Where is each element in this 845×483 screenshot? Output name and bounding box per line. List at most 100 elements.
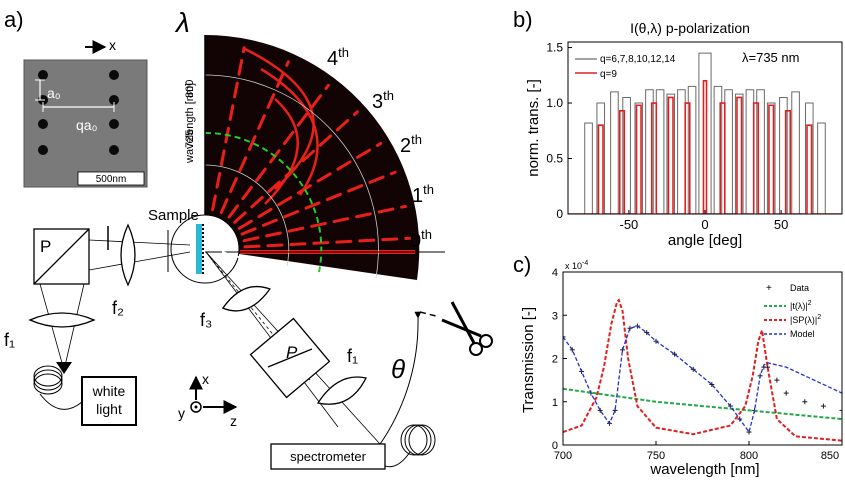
chart-c-data-point: [774, 377, 780, 383]
order-label-4: 4th: [327, 45, 349, 70]
chart-c-ytick-label: 1: [552, 397, 558, 409]
wheel-field: [205, 34, 420, 280]
theta-symbol: θ: [391, 354, 405, 384]
lens-f1-left: [28, 312, 96, 328]
legend-c-model: Model: [790, 329, 815, 339]
chart-b-xtick-label: -50: [619, 217, 638, 232]
white-light-line1: white: [92, 383, 126, 399]
chart-b-ytick-label: 1.0: [546, 96, 563, 110]
chart-b-annotation: λ=735 nm: [742, 50, 799, 65]
legend-b-q-multi: q=6,7,8,10,12,14: [600, 54, 676, 65]
dispersion-wheel: θ λ wavelength [nm] 800 725 0th 1th 2th 3th…: [167, 7, 445, 456]
white-light-line2: light: [96, 401, 122, 417]
wheel-stripe: [237, 141, 383, 230]
chart-c-xlabel: wavelength [nm]: [649, 461, 759, 478]
arc-725: [204, 74, 379, 279]
order-label-1: 1th: [412, 182, 434, 207]
f1-right-label: f₁: [347, 346, 358, 366]
chart-b-title: I(θ,λ) p-polarization: [630, 20, 750, 36]
wavelength-axis-label: wavelength [nm]: [184, 83, 196, 164]
wheel-tick-725: 725: [184, 130, 196, 148]
panel-label-a: a): [4, 7, 24, 32]
wheel-tick-800: 800: [184, 80, 196, 98]
panel-label-c: c): [513, 252, 531, 277]
sem-holes: [38, 70, 119, 155]
chart-c-legend: + Data |t(λ)|2 |SP(λ)|2 Model: [764, 283, 821, 339]
chart-b-ytick-label: 1.5: [546, 41, 563, 55]
coord-x: x: [202, 371, 209, 387]
chart-c-data-point: [709, 381, 715, 387]
chart-c-series-1: [563, 387, 842, 421]
chart-c-series-2: [563, 298, 842, 442]
chart-c-ylabel: Transmission [-]: [520, 307, 537, 413]
wheel-stripe: [211, 46, 246, 212]
legend-c-data-marker: +: [766, 283, 772, 294]
sample-slab: [196, 224, 202, 274]
lambda-symbol: λ: [174, 7, 190, 38]
fiber-coil-right: [408, 424, 436, 456]
chart-c-data-point: [820, 403, 826, 409]
chart-b-frame: [567, 41, 843, 215]
f3-label: f₃: [200, 310, 212, 330]
chart-c-data-point: [597, 407, 603, 413]
chart-c-xtick-label: 700: [554, 450, 572, 462]
sem-inset: x a₀ qa₀ 500nm: [23, 37, 148, 188]
white-light-box: [81, 376, 137, 426]
scalebar: [77, 171, 145, 186]
chart-c-xtick-label: 850: [821, 450, 839, 462]
f2-label: f₂: [112, 298, 124, 318]
arc-735-dashed: [204, 131, 323, 273]
legend-c-t: |t(λ)|2: [790, 300, 812, 311]
chart-c-data-point: [783, 390, 789, 396]
chart-b-xlabel: angle [deg]: [668, 232, 742, 249]
sample-label: Sample: [148, 207, 199, 224]
chart-c-ytick-label: 3: [552, 310, 558, 322]
order-label-2: 2th: [400, 132, 422, 157]
chart-b-xtick-label: 50: [774, 217, 788, 232]
chart-b-xtick-label: 0: [701, 217, 708, 232]
chart-b: I(θ,λ) p-polarization -50 0 50 0 0.5 1.0 1.5 a…: [525, 20, 843, 249]
wheel-stripe: [240, 170, 397, 236]
panel-label-b: b): [513, 7, 533, 32]
order-label-0: 0th: [410, 227, 432, 252]
coord-y: y: [178, 405, 185, 421]
qa0-label: qa₀: [76, 117, 98, 133]
spectrometer-label: spectrometer: [290, 449, 367, 464]
chart-c-ytick-label: 2: [552, 354, 558, 366]
chart-b-ytick-label: 0.5: [546, 152, 563, 166]
lens-f1-right: [316, 376, 367, 405]
scalebar-label: 500nm: [96, 174, 127, 185]
chart-c-data-point: [690, 366, 696, 372]
chart-c-data-point: [839, 407, 842, 413]
sample-circle: [170, 214, 240, 284]
lens-f2: [120, 223, 136, 287]
chart-c-ytick-label: 0: [552, 440, 558, 452]
wheel-stripe: [242, 204, 408, 243]
chart-c-xtick-label: 800: [740, 450, 758, 462]
chart-c-data-point: [802, 399, 808, 405]
spectrometer-box: [270, 443, 386, 470]
chart-b-ylabel: norm. trans. [-]: [525, 79, 542, 177]
chart-c-data-point: [563, 334, 566, 340]
order-label-3: 3th: [372, 88, 394, 113]
input-optics: Sample P f₂ f₁ white light: [4, 207, 199, 426]
chart-c-data-point: [672, 351, 678, 357]
order-labels: 0th 1th 2th 3th 4th: [327, 45, 434, 252]
chart-c-data-point: [644, 330, 650, 336]
chart-c-multiplier: x 10-4: [565, 260, 588, 271]
polarizer-left-label: P: [40, 237, 51, 256]
chart-c-xtick-label: 750: [647, 450, 665, 462]
legend-b-q9: q=9: [600, 69, 617, 80]
chart-b-legend: q=6,7,8,10,12,14 q=9: [575, 54, 676, 80]
sem-axis-x: x: [109, 37, 116, 53]
arc-800: [204, 164, 290, 267]
coordinate-axes: x y z: [178, 371, 238, 429]
wheel-stripe: [219, 60, 290, 214]
chart-b-ytick-label: 0: [556, 207, 563, 221]
wheel-curve: [244, 47, 315, 190]
wheel-curve: [260, 67, 319, 196]
coord-z: z: [230, 413, 237, 429]
legend-c-sp: |SP(λ)|2: [790, 314, 821, 325]
